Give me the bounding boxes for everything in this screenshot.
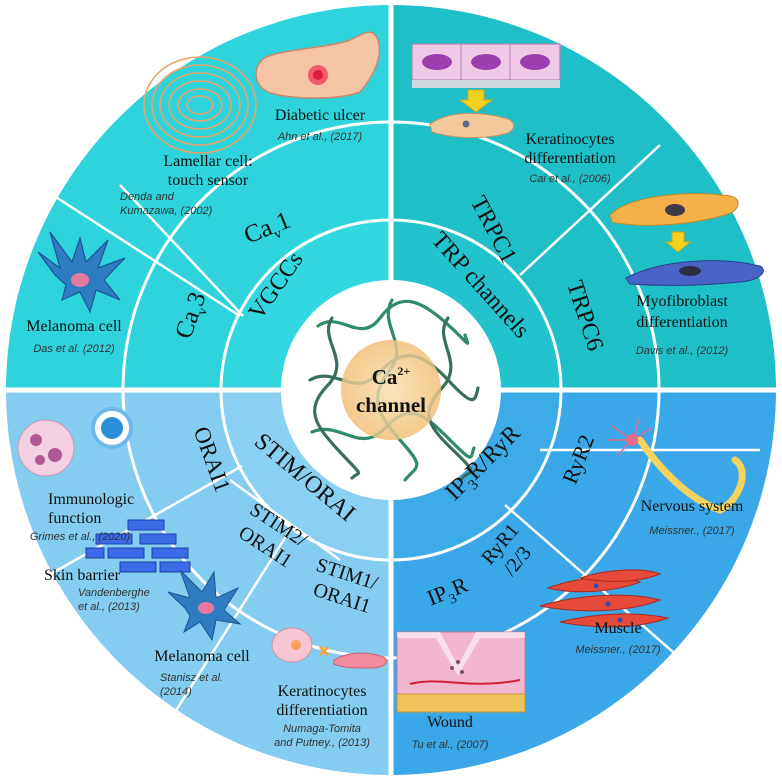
myofibroblast-illustration	[609, 193, 764, 286]
melanoma-cell-stim-illustration	[167, 569, 242, 642]
skin-barrier-illustration	[85, 519, 191, 573]
melanoma-label: Melanoma cell	[26, 318, 122, 335]
nerve-cite: Meissner., (2017)	[649, 525, 735, 537]
kera-stim-cite-1: Numaga-Tomita	[283, 723, 361, 735]
lamellar-label-2: touch sensor	[168, 172, 249, 189]
kera-stim-label-1: Keratinocytes	[278, 683, 367, 700]
melanoma-stim-cite-1: Stanisz et al.	[160, 672, 223, 684]
kera-stim-label-2: differentiation	[276, 702, 367, 719]
skin-label: Skin barrier	[44, 567, 121, 584]
center-title: Ca2+	[372, 364, 411, 389]
lamellar-cell-illustration	[143, 56, 257, 154]
kera-stim-cite-2: and Putney., (2013)	[274, 737, 370, 749]
lamellar-cite-1: Denda and	[120, 191, 175, 203]
immune-cells-illustration	[17, 407, 133, 477]
kera-trp-cite: Cai et al., (2006)	[529, 173, 611, 185]
neuron-illustration	[608, 417, 746, 514]
skin-cite-2: et al., (2013)	[78, 601, 140, 613]
muscle-cite: Meissner., (2017)	[575, 644, 661, 656]
kera-trp-label-1: Keratinocytes	[526, 131, 615, 148]
immuno-label-1: Immunologic	[48, 491, 134, 508]
skin-cite-1: Vandenberghe	[78, 587, 150, 599]
melanoma-stim-cite-2: (2014)	[160, 686, 192, 698]
kera-trp-label-2: differentiation	[524, 150, 615, 167]
wound-cite: Tu et al., (2007)	[412, 739, 489, 751]
myo-cite: Davis et al., (2012)	[636, 345, 729, 357]
keratinocyte-cells-illustration	[411, 43, 561, 139]
immuno-label-2: function	[48, 510, 101, 527]
sub-dividers	[39, 144, 760, 721]
lamellar-cite-2: Kumazawa, (2002)	[120, 205, 213, 217]
lamellar-label-1: Lamellar cell:	[163, 153, 252, 170]
immuno-cite: Grimes et al., (2020)	[30, 531, 131, 543]
diabetic-ulcer-label: Diabetic ulcer	[275, 107, 366, 124]
center-subtitle: channel	[356, 393, 426, 417]
melanoma-cite: Das et al. (2012)	[33, 343, 115, 355]
foot-illustration	[255, 31, 381, 99]
nerve-label: Nervous system	[641, 498, 744, 515]
myo-label-2: differentiation	[636, 314, 727, 331]
keratinocyte-stim-illustration	[271, 627, 388, 669]
muscle-label: Muscle	[594, 620, 641, 637]
diabetic-ulcer-cite: Ahn et al., (2017)	[277, 131, 363, 143]
muscle-illustration	[539, 569, 670, 628]
wound-illustration	[396, 631, 526, 713]
melanoma-cell-illustration	[37, 231, 126, 314]
melanoma-stim-label: Melanoma cell	[154, 648, 250, 665]
wound-label: Wound	[427, 714, 473, 731]
myo-label-1: Myofibroblast	[636, 293, 728, 310]
